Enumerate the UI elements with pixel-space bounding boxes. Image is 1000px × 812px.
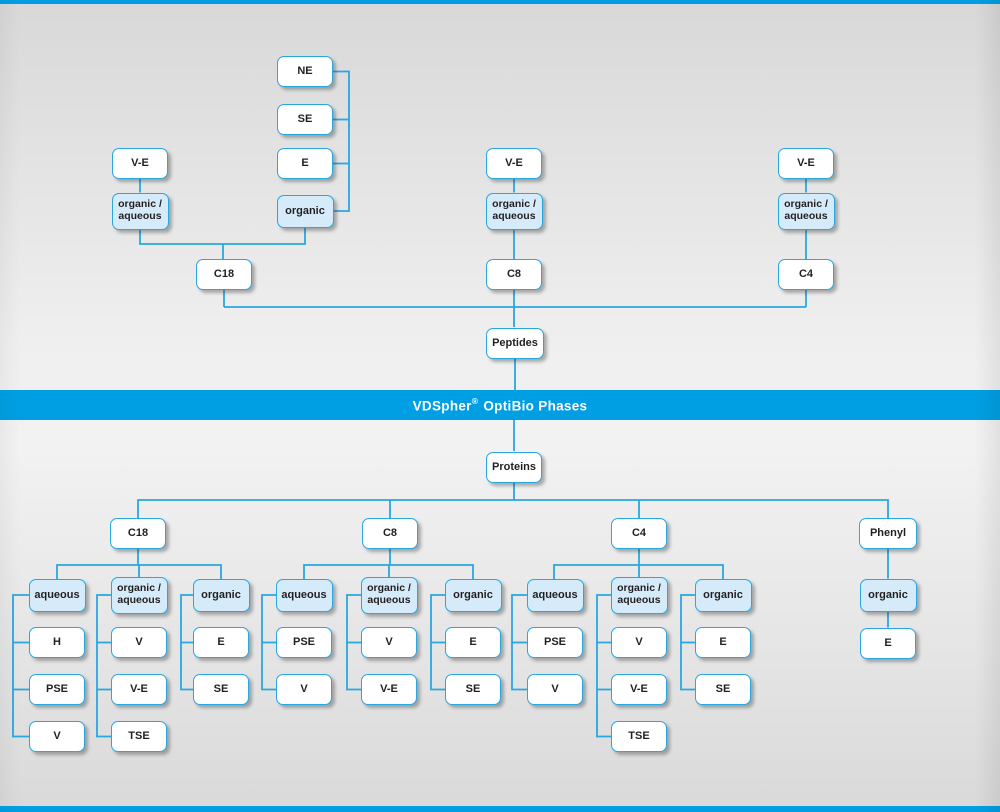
node-pro-c18-aqueous: aqueous — [28, 578, 86, 612]
node-pro-c4-org-e: E — [695, 627, 751, 658]
node-pro-phenyl: Phenyl — [859, 518, 917, 549]
node-pro-c4-aqueous: aqueous — [526, 578, 584, 612]
connector — [96, 594, 111, 738]
node-pro-c4-oa-tse: TSE — [611, 721, 667, 752]
connector — [139, 227, 306, 245]
node-pep-c4: C4 — [778, 259, 834, 290]
node-pro-c4-aq-v: V — [527, 674, 583, 705]
banner-brand: VDSpher — [412, 398, 472, 414]
node-pep-c8: C8 — [486, 259, 542, 290]
node-pro-c4-organic: organic — [694, 578, 752, 612]
node-pro-c8-oa-v: V — [361, 627, 417, 658]
node-pro-c4: C4 — [611, 518, 667, 549]
node-pro-c4-orgaq: organic / aqueous — [610, 576, 668, 614]
node-pro-c18-aq-v: V — [29, 721, 85, 752]
top-border-strip — [0, 0, 1000, 4]
node-pro-c8-org-se: SE — [445, 674, 501, 705]
node-pep-c4-ve: V-E — [778, 148, 834, 179]
node-pro-c18-oa-v: V — [111, 627, 167, 658]
node-pep-c8-orgaq: organic / aqueous — [485, 192, 543, 230]
node-pro-c8-aq-pse: PSE — [276, 627, 332, 658]
node-pep-c18: C18 — [196, 259, 252, 290]
registered-trademark-icon: ® — [471, 395, 479, 406]
node-pro-c18-aq-pse: PSE — [29, 674, 85, 705]
node-pro-c8-organic: organic — [444, 578, 502, 612]
node-pep-organic: organic — [276, 194, 334, 228]
node-pro-c18-orgaq: organic / aqueous — [110, 576, 168, 614]
node-pep-e: E — [277, 148, 333, 179]
node-pro-c4-aq-pse: PSE — [527, 627, 583, 658]
banner-rest: OptiBio Phases — [479, 398, 588, 414]
node-pro-c18-oa-tse: TSE — [111, 721, 167, 752]
node-pro-ph-organic: organic — [859, 578, 917, 612]
connector — [333, 70, 350, 212]
bottom-border-strip — [0, 806, 1000, 812]
product-banner: VDSpher® OptiBio Phases — [0, 390, 1000, 420]
node-pro-c8: C8 — [362, 518, 418, 549]
node-pro-c18-org-se: SE — [193, 674, 249, 705]
node-pro-c18-aq-h: H — [29, 627, 85, 658]
node-pep-c18-orgaq: organic / aqueous — [111, 192, 169, 230]
node-pep-c18-ve: V-E — [112, 148, 168, 179]
node-pro-c8-aq-v: V — [276, 674, 332, 705]
node-proteins: Proteins — [486, 451, 542, 483]
connector — [12, 594, 29, 738]
node-pro-c18-org-e: E — [193, 627, 249, 658]
node-pro-ph-e: E — [860, 627, 916, 659]
node-pro-c18: C18 — [110, 518, 166, 549]
node-pro-c8-org-e: E — [445, 627, 501, 658]
node-pro-c18-oa-ve: V-E — [111, 674, 167, 705]
connector — [137, 499, 889, 518]
node-pro-c18-organic: organic — [192, 578, 250, 612]
node-peptides: Peptides — [486, 327, 544, 359]
node-pep-ne: NE — [277, 56, 333, 87]
node-pro-c8-oa-ve: V-E — [361, 674, 417, 705]
node-pro-c4-oa-ve: V-E — [611, 674, 667, 705]
node-pep-c8-ve: V-E — [486, 148, 542, 179]
node-pep-se: SE — [277, 104, 333, 135]
connector — [596, 594, 611, 738]
node-pep-c4-orgaq: organic / aqueous — [777, 192, 835, 230]
node-pro-c4-org-se: SE — [695, 674, 751, 705]
node-pro-c8-orgaq: organic / aqueous — [360, 576, 418, 614]
node-pro-c4-oa-v: V — [611, 627, 667, 658]
node-pro-c8-aqueous: aqueous — [275, 578, 333, 612]
banner-title: VDSpher® OptiBio Phases — [412, 395, 588, 414]
